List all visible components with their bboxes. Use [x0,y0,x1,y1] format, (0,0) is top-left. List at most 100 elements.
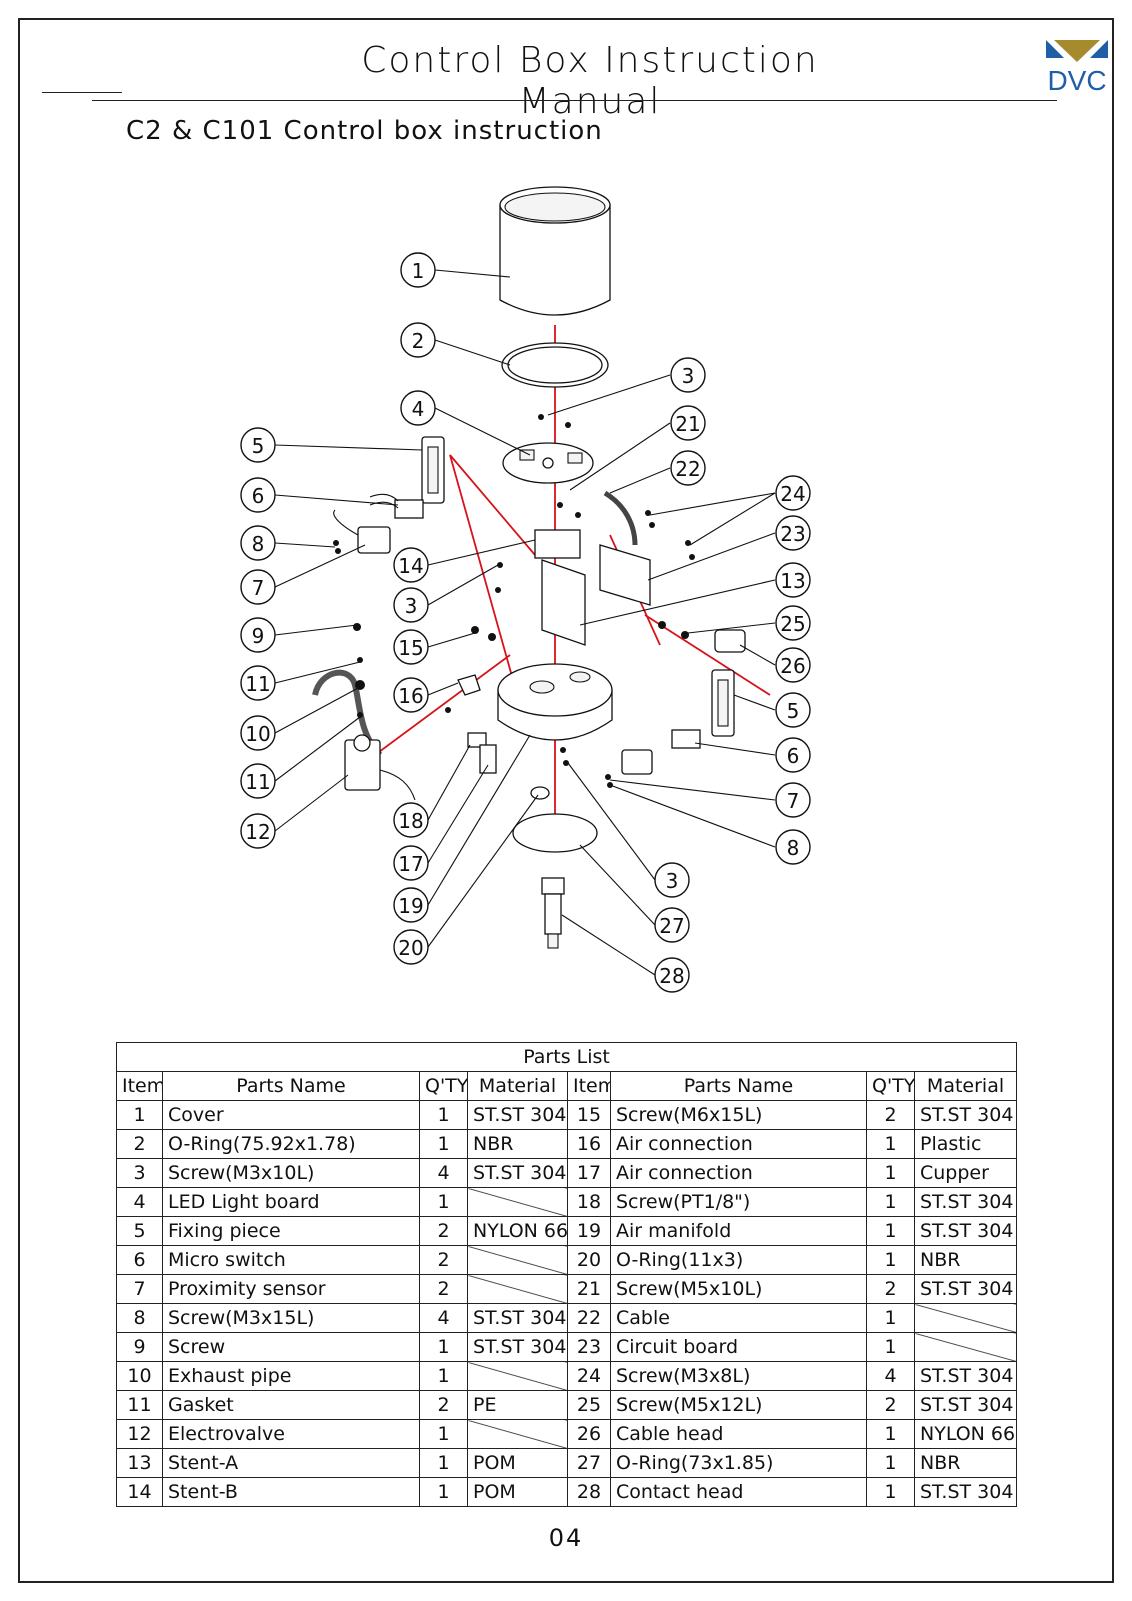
cell-qty: 2 [866,1274,915,1304]
cell-qty: 1 [419,1332,468,1362]
cell-item: 16 [567,1129,611,1159]
cell-material: POM [467,1477,568,1507]
cell-name: Exhaust pipe [162,1361,420,1391]
cell-material: POM [467,1448,568,1478]
col-header: Parts Name [162,1071,420,1101]
callout-23: 23 [775,515,811,551]
cell-material: ST.ST 304 [467,1100,568,1130]
callout-5-right: 5 [775,692,811,728]
cell-name: Stent-B [162,1477,420,1507]
cell-qty: 1 [419,1361,468,1391]
svg-text:8: 8 [787,836,800,860]
callout-11-bottom: 11 [240,763,276,799]
callout-3-bottom: 3 [654,862,690,898]
section-subtitle: C2 & C101 Control box instruction [126,116,603,146]
cell-item: 28 [567,1477,611,1507]
svg-text:23: 23 [780,522,805,546]
cell-item: 4 [116,1187,163,1217]
cell-qty: 4 [419,1158,468,1188]
callout-6-left: 6 [240,477,276,513]
svg-text:26: 26 [780,654,805,678]
screw-markers [333,414,695,788]
svg-text:2: 2 [412,329,425,353]
part-circuit-board [599,544,651,606]
cell-name: Air connection [610,1158,867,1188]
svg-text:10: 10 [245,722,270,746]
part-cable-head [714,629,746,653]
svg-text:8: 8 [252,532,265,556]
cell-item: 2 [116,1129,163,1159]
callout-17: 17 [393,845,429,881]
cell-material: ST.ST 304 [467,1303,568,1333]
svg-text:28: 28 [659,964,684,988]
cell-name: Micro switch [162,1245,420,1275]
cell-name: Fixing piece [162,1216,420,1246]
svg-text:3: 3 [405,594,418,618]
cell-material [467,1187,568,1217]
svg-text:7: 7 [252,576,265,600]
svg-text:13: 13 [780,569,805,593]
callout-27: 27 [654,907,690,943]
cell-material: ST.ST 304 [913,1216,1018,1246]
callout-26: 26 [775,647,811,683]
part-o-ring-bottom [512,813,598,853]
cell-name: Screw(M3x8L) [610,1361,867,1391]
dvc-logo: DVC [1046,40,1108,96]
cell-name: Proximity sensor [162,1274,420,1304]
cell-item: 27 [567,1448,611,1478]
callout-28: 28 [654,957,690,993]
svg-text:27: 27 [659,914,684,938]
callout-8-left: 8 [240,525,276,561]
cell-item: 11 [116,1390,163,1420]
cell-qty: 1 [866,1477,915,1507]
cell-material [467,1361,568,1391]
logo-text: DVC [1047,65,1106,96]
cell-name: LED Light board [162,1187,420,1217]
callout-18: 18 [393,802,429,838]
callout-15: 15 [393,629,429,665]
cell-name: Screw(M5x10L) [610,1274,867,1304]
cell-material: NBR [913,1245,1018,1275]
part-micro-switch-left [369,493,424,519]
cell-material [467,1274,568,1304]
svg-text:20: 20 [398,936,423,960]
cell-material: ST.ST 304 [913,1274,1018,1304]
cell-material: Plastic [913,1129,1018,1159]
part-contact-head [541,877,565,949]
cell-name: Screw(M6x15L) [610,1100,867,1130]
col-header: Material [467,1071,568,1101]
svg-text:11: 11 [245,770,270,794]
callout-24: 24 [775,475,811,511]
cell-qty: 1 [866,1332,915,1362]
parts-list-title: Parts List [115,1042,1018,1072]
cell-item: 20 [567,1245,611,1275]
col-header: Q'TY [419,1071,468,1101]
svg-text:3: 3 [682,364,695,388]
callout-13: 13 [775,562,811,598]
cell-name: Cable [610,1303,867,1333]
callout-3-mid: 3 [393,587,429,623]
cell-material [467,1245,568,1275]
svg-text:16: 16 [398,684,423,708]
cell-qty: 1 [419,1477,468,1507]
cell-material: ST.ST 304 [913,1187,1018,1217]
callout-2: 2 [400,322,436,358]
cell-name: Contact head [610,1477,867,1507]
cell-item: 3 [116,1158,163,1188]
svg-text:7: 7 [787,789,800,813]
cell-material: NBR [913,1448,1018,1478]
svg-text:24: 24 [780,482,805,506]
cell-name: Screw(PT1/8") [610,1187,867,1217]
col-header: Material [913,1071,1018,1101]
cell-qty: 1 [419,1448,468,1478]
part-stent-b [534,529,581,559]
svg-text:21: 21 [675,412,700,436]
cell-qty: 1 [866,1158,915,1188]
cell-material: ST.ST 304 [467,1158,568,1188]
cell-qty: 2 [419,1390,468,1420]
